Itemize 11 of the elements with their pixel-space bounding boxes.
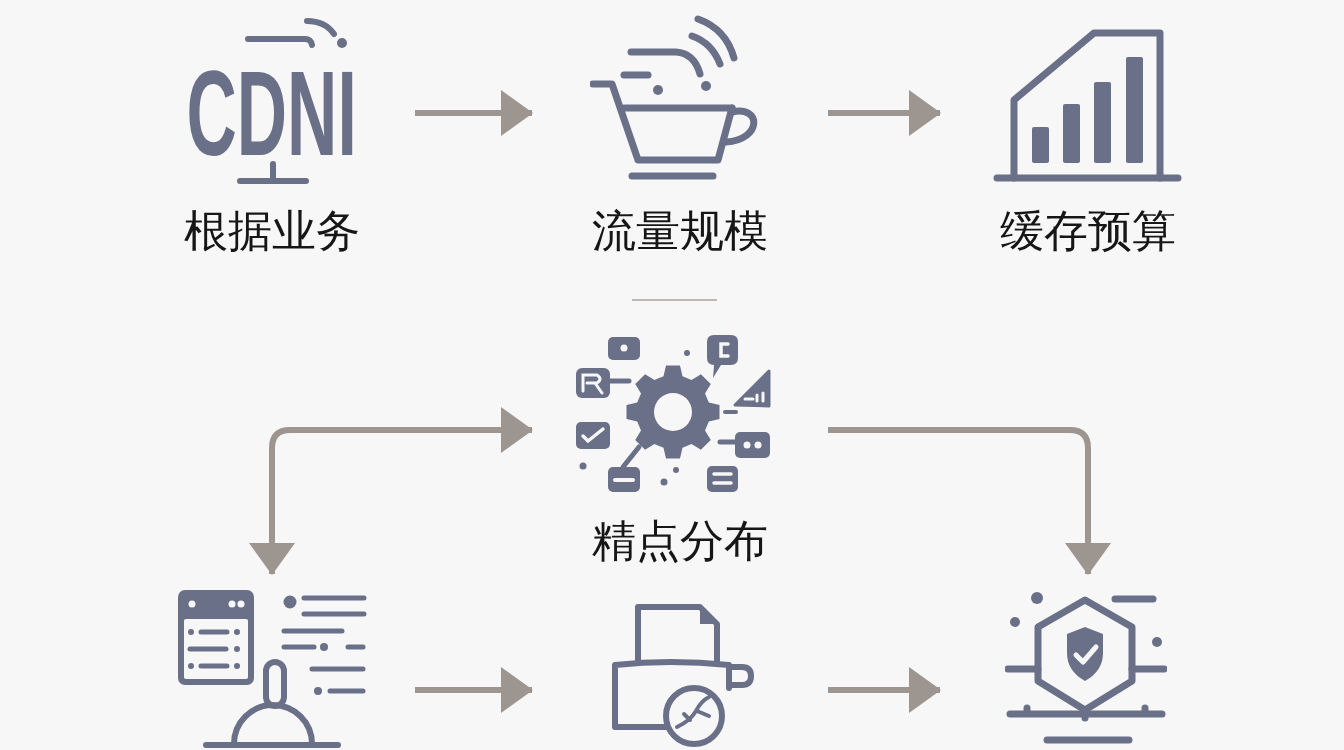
step-label: 精点分布 bbox=[592, 516, 768, 566]
arrow bbox=[415, 90, 533, 136]
elbow-arrow bbox=[828, 427, 1111, 575]
arrow bbox=[415, 667, 533, 713]
arrow bbox=[828, 90, 941, 136]
step-label: 缓存预算 bbox=[1000, 206, 1176, 256]
arrow bbox=[828, 667, 941, 713]
step-label: 根据业务 bbox=[184, 206, 360, 256]
elbow-arrow bbox=[249, 407, 533, 575]
icon-lettering: CDNI bbox=[186, 68, 358, 158]
step-label: 流量规模 bbox=[592, 206, 768, 256]
